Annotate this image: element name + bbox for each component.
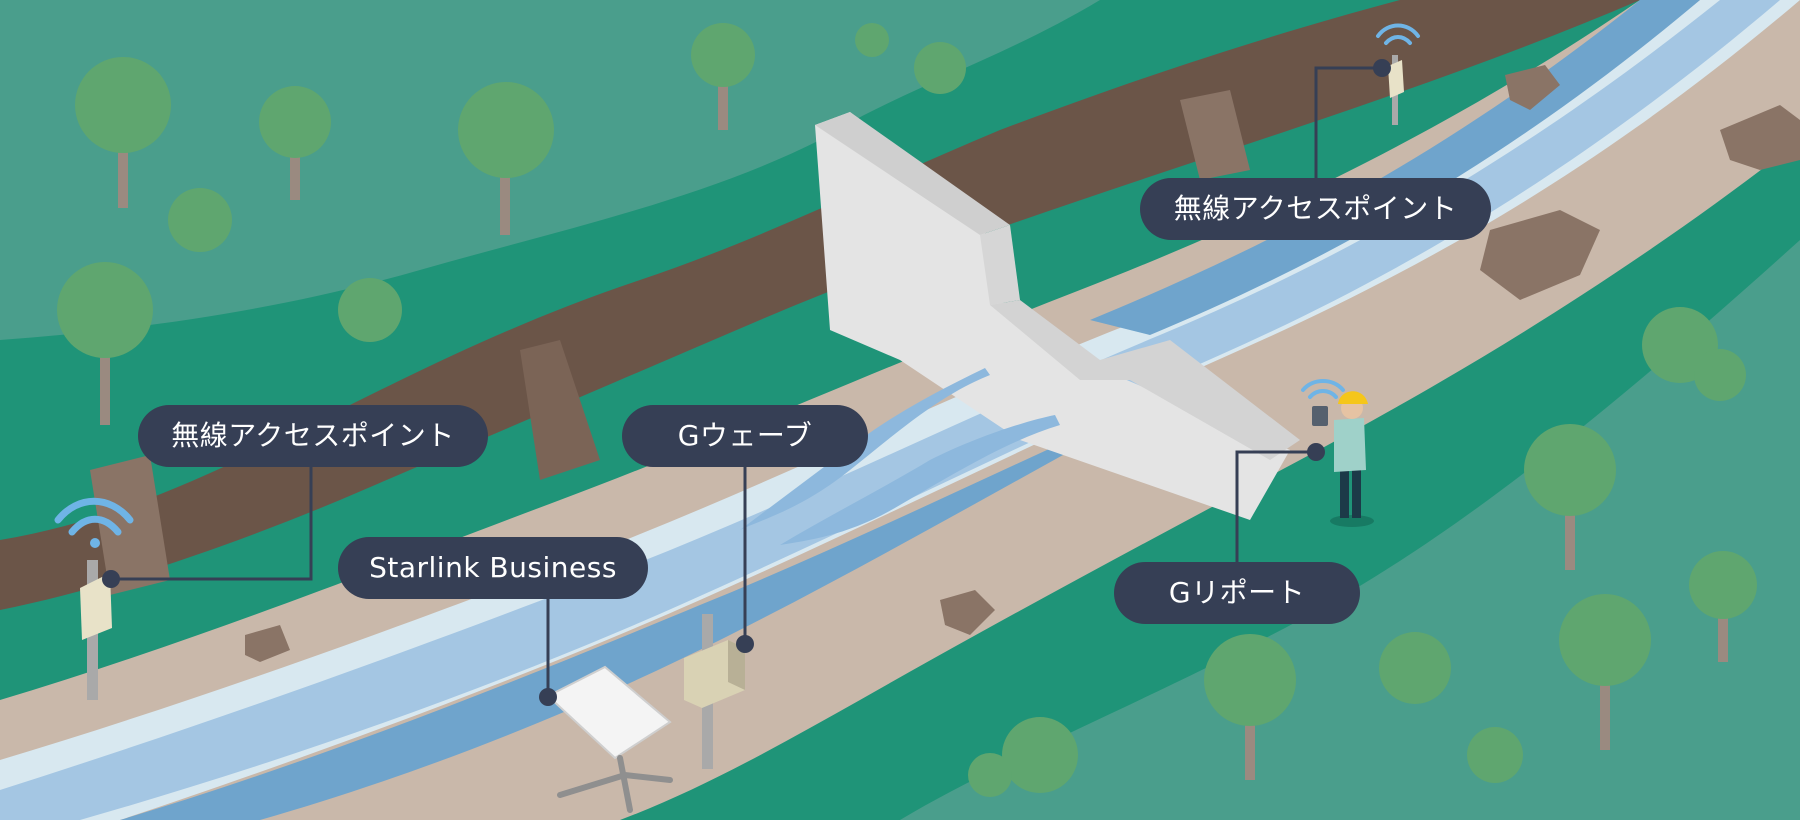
tree-icon [1467,727,1523,783]
rock-icon [1720,105,1800,170]
callout-starlink-business: Starlink Business [338,537,648,599]
starlink-dish [546,665,673,813]
forest-light-band-top [0,0,1100,340]
access-point-right [1376,23,1420,125]
dot-access-point-left [102,570,120,588]
leader-greport [1235,450,1316,562]
tree-icon [1002,717,1078,793]
tree-icon [1524,424,1616,570]
dot-starlink [539,688,557,706]
tablet-icon [1312,406,1328,426]
rock-icon [1505,65,1560,110]
dam-wall-top [815,112,1010,235]
dot-gwave [736,635,754,653]
callout-g-report: Gリポート [1114,562,1360,624]
leader-access-point-right [1314,66,1382,178]
trees [57,23,1757,797]
dot-access-point-right [1373,59,1391,77]
dot-greport [1307,443,1325,461]
gwave-device [684,614,745,769]
tree-icon [968,753,1012,797]
tree-icon [168,188,232,252]
tree-icon [1689,551,1757,662]
dam-apron [990,300,1300,460]
tree-icon [338,278,402,342]
tree-icon [1379,632,1451,704]
dam-wall-side [980,225,1020,305]
wifi-icon [54,497,134,548]
tree-icon [1559,594,1651,750]
tree-icon [259,86,331,200]
tree-icon [855,23,889,57]
helmet-icon [1338,391,1368,404]
tree-icon [458,82,554,235]
gwave-device-side [728,640,745,690]
forest-light-band-bottom [900,240,1800,820]
cliff-shade-1 [520,340,600,480]
starlink-dish-icon [546,665,672,760]
tree-icon [1204,634,1296,780]
rock-icon [245,625,290,662]
leader-lines [110,66,1382,697]
callout-access-point-right: 無線アクセスポイント [1140,178,1491,240]
wifi-icon [1301,379,1345,399]
tree-icon [57,262,153,425]
leader-access-point-left [110,467,313,581]
access-point-icon [80,573,112,640]
rock-icon [940,590,995,635]
access-point-icon [1388,60,1404,98]
tree-icon [75,57,171,208]
callout-g-wave: Gウェーブ [622,405,868,467]
leader-dots [102,59,1391,706]
dam-outflow-jet-2 [780,415,1060,545]
cliff-shade-3 [90,455,170,595]
starlink-stand [557,755,673,813]
callout-access-point-left: 無線アクセスポイント [138,405,488,467]
dam-wall-face [815,112,1290,520]
worker-icon [1301,379,1374,527]
rock-icon [1480,210,1600,300]
cliff-shade-2 [1180,90,1250,180]
access-point-left [54,497,134,700]
tree-icon [1694,349,1746,401]
rocks [245,65,1800,662]
wifi-icon [1376,23,1420,45]
tree-icon [691,23,755,130]
tree-icon [914,42,966,94]
